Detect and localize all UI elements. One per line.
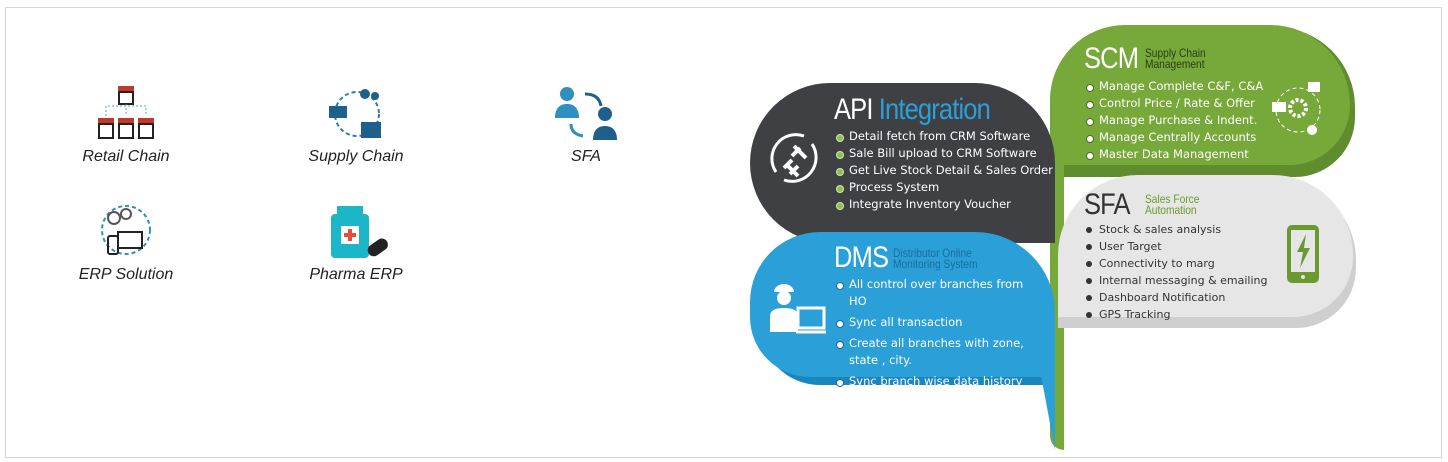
sfa-list-item: GPS Tracking	[1084, 306, 1268, 323]
api-title: API Integration	[834, 93, 991, 127]
scm-list-item: Control Price / Rate & Offer	[1084, 95, 1263, 112]
scm-list-item: Manage Centrally Accounts	[1084, 129, 1263, 146]
service-sfa[interactable]: SFA	[506, 82, 666, 166]
scm-card[interactable]	[1050, 25, 1350, 165]
dms-list-item: Sync branch wise data history	[834, 373, 1044, 390]
sfa-list-item: User Target	[1084, 238, 1268, 255]
store-chain-icon	[46, 82, 206, 142]
pharma-icon	[276, 200, 436, 260]
service-label: Retail Chain	[82, 148, 170, 165]
scm-list-item: Manage Purchase & Indent.	[1084, 112, 1263, 129]
service-label: Supply Chain	[308, 148, 404, 165]
service-label: Pharma ERP	[309, 266, 403, 283]
dms-subtitle-1: Distributor Online	[893, 246, 972, 260]
sfa-list-item: Internal messaging & emailing	[1084, 272, 1268, 289]
api-list-item: Sale Bill upload to CRM Software	[834, 145, 1053, 162]
service-erp-solution[interactable]: ERP Solution	[46, 200, 206, 284]
api-title-highlight: Integration	[878, 93, 991, 126]
scm-subtitle-2: Management	[1145, 57, 1205, 71]
dms-list-item: Create all branches with zone, state , c…	[834, 335, 1044, 369]
engineer-computer-icon	[768, 282, 828, 339]
sfa-list-item: Stock & sales analysis	[1084, 221, 1268, 238]
gears-icon	[1268, 80, 1328, 145]
service-label: ERP Solution	[78, 266, 174, 283]
api-title-main: API	[834, 93, 873, 126]
erp-icon	[46, 200, 206, 260]
scm-title: SCM	[1084, 42, 1139, 75]
supply-chain-icon	[276, 82, 436, 142]
api-list-item: Integrate Inventory Voucher	[834, 196, 1053, 213]
scm-subtitle-1: Supply Chain	[1145, 46, 1206, 60]
sales-force-icon	[506, 82, 666, 142]
sfa-subtitle-2: Automation	[1145, 203, 1197, 217]
api-list-item: Process System	[834, 179, 1053, 196]
dms-list-item: Sync all transaction	[834, 314, 1044, 331]
api-card[interactable]	[750, 83, 1055, 243]
api-list-item: Detail fetch from CRM Software	[834, 128, 1053, 145]
sfa-list-item: Connectivity to marg	[1084, 255, 1268, 272]
dms-subtitle-2: Monitoring System	[893, 257, 978, 271]
dms-card[interactable]	[750, 232, 1055, 377]
dms-list: All control over branches from HO Sync al…	[834, 276, 1044, 394]
service-label: SFA	[571, 148, 601, 165]
service-pharma-erp[interactable]: Pharma ERP	[276, 200, 436, 284]
service-retail-chain[interactable]: Retail Chain	[46, 82, 206, 166]
dms-list-item: All control over branches from HO	[834, 276, 1044, 310]
sfa-list-item: Dashboard Notification	[1084, 289, 1268, 306]
scm-list-item: Master Data Management	[1084, 146, 1263, 163]
api-list-item: Get Live Stock Detail & Sales Order	[834, 162, 1053, 179]
dms-title: DMS	[834, 241, 889, 274]
plug-icon	[764, 128, 824, 193]
sfa-title: SFA	[1084, 188, 1130, 221]
sfa-subtitle-1: Sales Force	[1145, 192, 1200, 206]
mobile-power-icon	[1286, 224, 1320, 289]
scm-list-item: Manage Complete C&F, C&A	[1084, 78, 1263, 95]
service-supply-chain[interactable]: Supply Chain	[276, 82, 436, 166]
